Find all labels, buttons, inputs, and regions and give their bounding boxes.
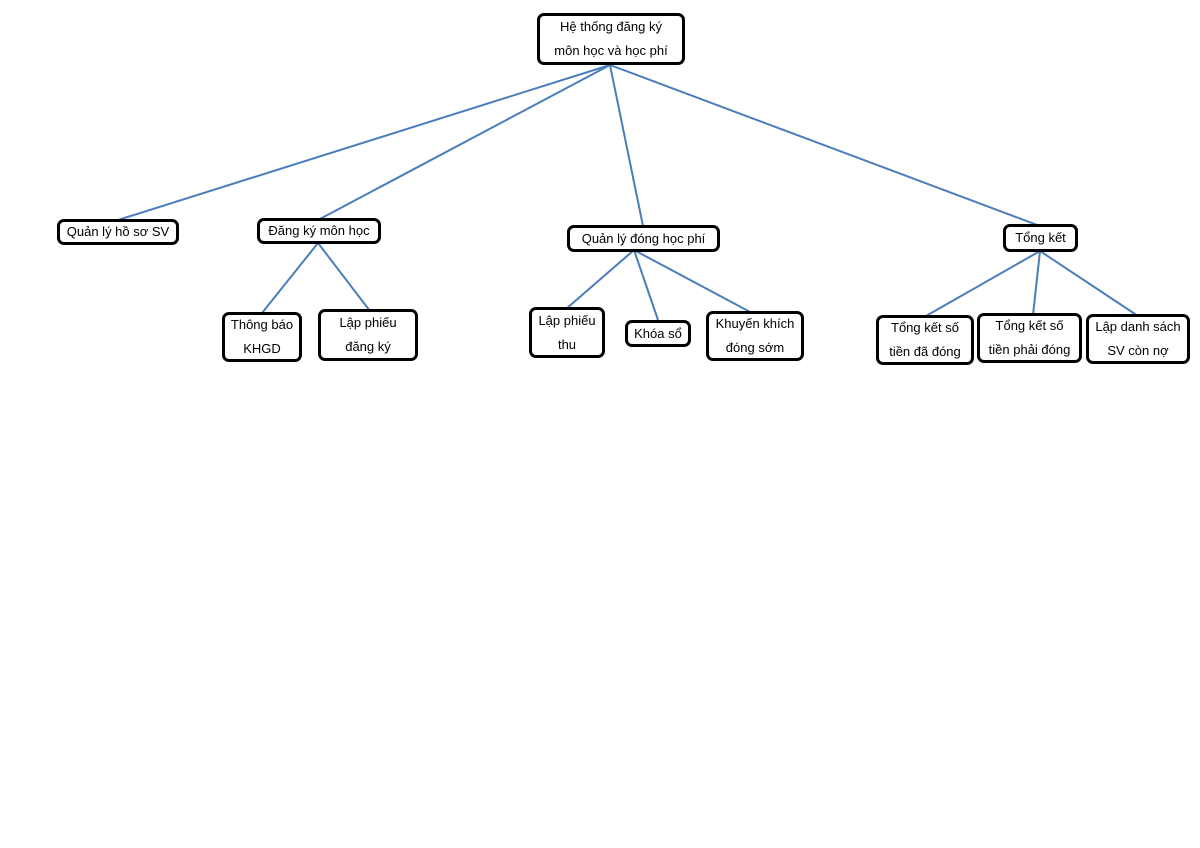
- node-tong-ket-label: Tổng kết: [1015, 230, 1066, 245]
- connector-hoc-phi-khuyen-khich: [633, 249, 753, 314]
- node-tong-ket-phai-dong-label: Tổng kết số tiền phải đóng: [988, 318, 1071, 357]
- node-khoa-so: Khóa sổ: [625, 320, 691, 347]
- node-lap-phieu-dang-ky-label: Lập phiếu đăng ký: [339, 315, 397, 354]
- connector-tong-ket-con-no: [1039, 250, 1139, 317]
- node-lap-phieu-dang-ky: Lập phiếu đăng ký: [318, 309, 418, 361]
- connector-tong-ket-da-dong: [925, 250, 1041, 317]
- node-lap-phieu-thu: Lập phiếu thu: [529, 307, 605, 358]
- node-root-label: Hệ thống đăng ký môn học và học phí: [554, 19, 668, 58]
- node-tong-ket: Tổng kết: [1003, 224, 1078, 252]
- node-thong-bao-khgd: Thông báo KHGD: [222, 312, 302, 362]
- node-quan-ly-dong-hoc-phi-label: Quản lý đóng học phí: [581, 230, 706, 246]
- node-thong-bao-khgd-label: Thông báo KHGD: [230, 317, 294, 356]
- node-khoa-so-label: Khóa sổ: [634, 325, 682, 341]
- connector-root-hoc-phi: [609, 64, 644, 227]
- connector-dang-ky-lap-phieu: [317, 242, 371, 312]
- node-dang-ky-mon-hoc-label: Đăng ký môn học: [268, 223, 370, 238]
- node-tong-ket-phai-dong: Tổng kết số tiền phải đóng: [977, 313, 1082, 363]
- node-khuyen-khich-dong-som-label: Khuyến khích đóng sớm: [715, 316, 795, 355]
- connector-root-dang-ky: [317, 64, 611, 221]
- node-khuyen-khich-dong-som: Khuyến khích đóng sớm: [706, 311, 804, 361]
- node-tong-ket-da-dong-label: Tổng kết số tiền đã đóng: [889, 320, 961, 359]
- connector-tong-ket-phai-dong: [1032, 250, 1041, 316]
- node-quan-ly-ho-so-label: Quản lý hồ sơ SV: [66, 224, 170, 239]
- connector-hoc-phi-khoa-so: [633, 249, 659, 321]
- node-quan-ly-ho-so: Quản lý hồ sơ SV: [57, 219, 179, 245]
- node-root: Hệ thống đăng ký môn học và học phí: [537, 13, 685, 65]
- connector-root-ho-so: [117, 64, 611, 221]
- connector-dang-ky-thong-bao: [261, 242, 319, 314]
- node-lap-phieu-thu-label: Lập phiếu thu: [538, 312, 596, 352]
- node-dang-ky-mon-hoc: Đăng ký môn học: [257, 218, 381, 244]
- node-quan-ly-dong-hoc-phi: Quản lý đóng học phí: [567, 225, 720, 252]
- node-danh-sach-sv-con-no-label: Lập danh sách SV còn nợ: [1095, 319, 1181, 358]
- node-tong-ket-da-dong: Tổng kết số tiền đã đóng: [876, 315, 974, 365]
- node-danh-sach-sv-con-no: Lập danh sách SV còn nợ: [1086, 314, 1190, 364]
- connector-root-tong-ket: [609, 64, 1041, 227]
- connector-hoc-phi-lap-phieu-thu: [565, 249, 635, 310]
